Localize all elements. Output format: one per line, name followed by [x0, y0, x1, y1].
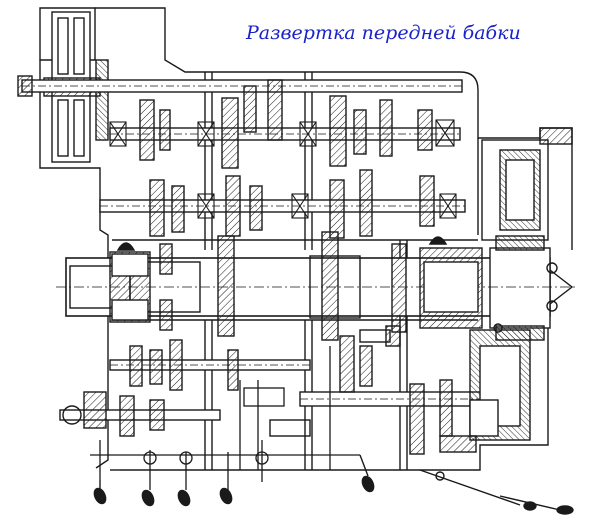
bearings: [109, 119, 457, 219]
housing-outline: [39, 7, 96, 61]
upper-gears: [139, 79, 435, 239]
control-levers: [90, 346, 360, 490]
shaft-6: [59, 409, 221, 421]
handles: [93, 475, 375, 507]
drawing-title: Развертка передней бабки: [246, 22, 521, 44]
